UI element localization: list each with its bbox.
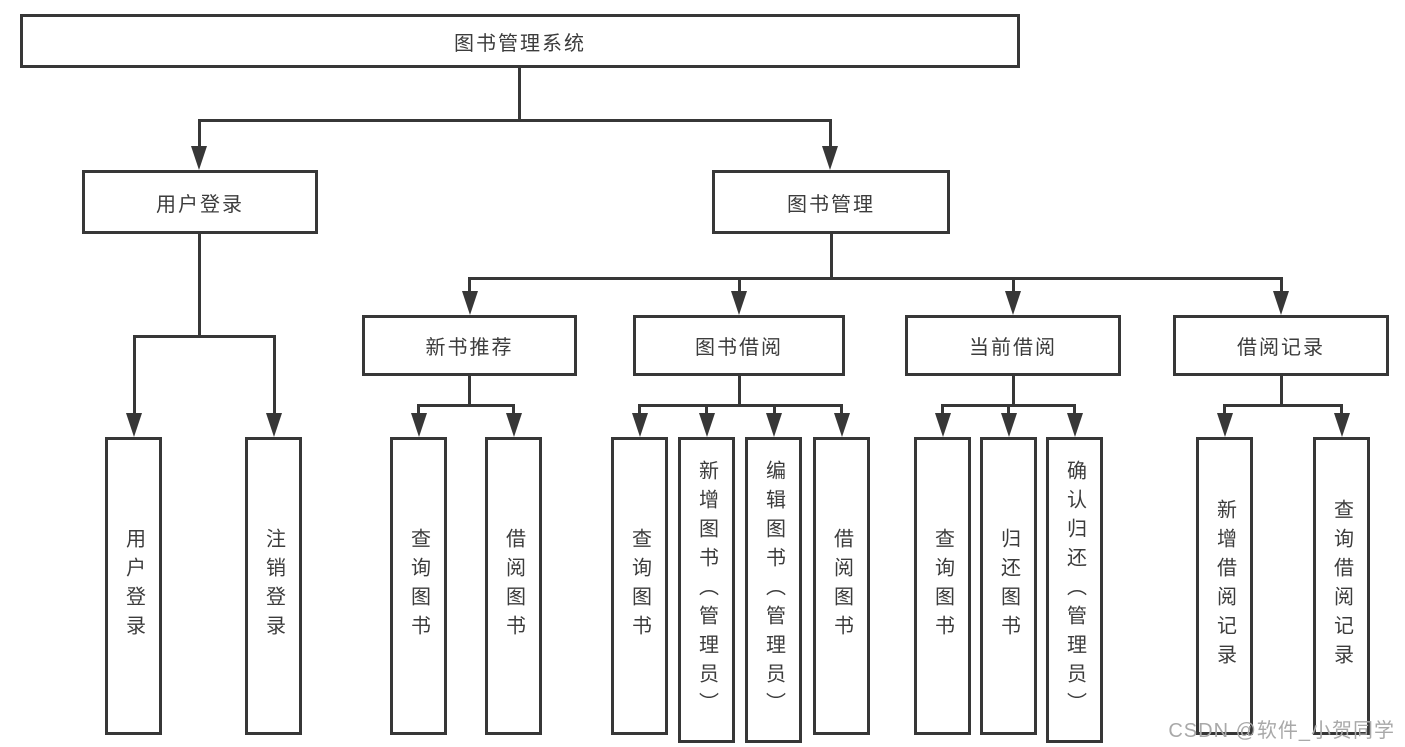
- arrowhead-br-add: [1216, 413, 1233, 437]
- connector-drop-leaf-user-login: [132, 335, 136, 417]
- node-root: 图书管理系统: [20, 14, 1020, 68]
- connector-drop-user-login: [197, 119, 201, 148]
- leaf-user-login-label: 用户登录: [122, 528, 145, 644]
- leaf-user-login: 用户登录: [105, 437, 162, 735]
- leaf-bb-add-books-admin: 新增图书（管理员）: [678, 437, 735, 743]
- connector-drop-borrowing-records: [1279, 277, 1283, 295]
- leaf-bb-edit-books-admin-label: 编辑图书（管理员）: [762, 459, 785, 721]
- connector-l1-bar: [198, 119, 832, 122]
- arrowhead-nbr-borrow: [505, 413, 522, 437]
- node-user-login: 用户登录: [82, 170, 318, 234]
- leaf-bb-add-books-admin-label: 新增图书（管理员）: [695, 459, 718, 721]
- connector-drop-current-borrowing: [1011, 277, 1015, 295]
- node-new-book-rec-label: 新书推荐: [425, 337, 514, 359]
- leaf-bb-query-books-label: 查询图书: [628, 528, 651, 644]
- node-book-mgmt-label: 图书管理: [787, 193, 875, 216]
- connector-drop-br-query: [1340, 404, 1343, 416]
- connector-user-login-bar: [132, 335, 276, 338]
- connector-drop-br-add: [1223, 404, 1226, 416]
- node-current-borrowing-label: 当前借阅: [969, 337, 1057, 359]
- connector-drop-book-borrowing: [737, 277, 741, 295]
- arrowhead-borrowing-records: [1273, 291, 1289, 315]
- connector-l3-bar: [468, 277, 1282, 280]
- arrowhead-bb-edit: [766, 413, 782, 437]
- node-new-book-rec: 新书推荐: [362, 315, 577, 376]
- leaf-cb-query-books: 查询图书: [914, 437, 971, 735]
- connector-root-stub: [518, 68, 521, 120]
- arrowhead-current-borrowing: [1005, 291, 1021, 315]
- leaf-cb-return-books: 归还图书: [980, 437, 1037, 735]
- leaf-nbr-borrow-books: 借阅图书: [485, 437, 542, 735]
- connector-drop-cb-return: [1007, 404, 1010, 416]
- arrowhead-book-borrowing: [731, 291, 747, 315]
- leaf-bb-query-books: 查询图书: [611, 437, 668, 735]
- leaf-br-query-record-label: 查询借阅记录: [1330, 499, 1353, 673]
- leaf-logout-label: 注销登录: [262, 528, 285, 644]
- leaf-cb-confirm-return-admin-label: 确认归还（管理员）: [1063, 459, 1086, 721]
- arrowhead-new-book-rec: [461, 291, 478, 315]
- leaf-bb-edit-books-admin: 编辑图书（管理员）: [745, 437, 802, 743]
- connector-nbr-bar: [417, 404, 515, 407]
- connector-drop-nbr-query: [417, 404, 420, 416]
- connector-drop-bb-query: [638, 404, 641, 416]
- arrowhead-book-mgmt: [822, 146, 838, 170]
- csdn-watermark: CSDN @软件_小贺同学: [1168, 720, 1395, 742]
- arrowhead-bb-query: [631, 413, 648, 437]
- arrowhead-cb-query: [934, 413, 951, 437]
- connector-drop-bb-add: [705, 404, 708, 416]
- leaf-nbr-query-books-label: 查询图书: [407, 528, 430, 644]
- arrowhead-leaf-user-login: [126, 413, 142, 437]
- node-book-borrowing: 图书借阅: [633, 315, 845, 376]
- connector-drop-book-mgmt: [828, 119, 832, 148]
- arrowhead-br-query: [1333, 413, 1350, 437]
- arrowhead-leaf-logout: [266, 413, 282, 437]
- node-book-borrowing-label: 图书借阅: [695, 337, 783, 359]
- arrowhead-cb-confirm: [1066, 413, 1083, 437]
- arrowhead-user-login: [191, 146, 207, 170]
- connector-drop-bb-edit: [772, 404, 776, 416]
- node-book-mgmt: 图书管理: [712, 170, 950, 234]
- connector-br-bar: [1223, 404, 1343, 407]
- connector-user-login-stub: [197, 234, 201, 338]
- connector-drop-nbr-borrow: [512, 404, 515, 416]
- node-root-label: 图书管理系统: [454, 32, 586, 55]
- leaf-br-add-record: 新增借阅记录: [1196, 437, 1253, 735]
- connector-cb-stub: [1011, 376, 1015, 407]
- node-borrowing-records-label: 借阅记录: [1237, 337, 1325, 359]
- leaf-logout: 注销登录: [245, 437, 302, 735]
- arrowhead-bb-borrow: [833, 413, 850, 437]
- arrowhead-nbr-query: [410, 413, 427, 437]
- connector-drop-leaf-logout: [272, 335, 276, 417]
- leaf-cb-return-books-label: 归还图书: [997, 528, 1020, 644]
- leaf-bb-borrow-books: 借阅图书: [813, 437, 870, 735]
- connector-drop-cb-query: [941, 404, 944, 416]
- arrowhead-bb-add: [698, 413, 715, 437]
- leaf-nbr-query-books: 查询图书: [390, 437, 447, 735]
- leaf-bb-borrow-books-label: 借阅图书: [830, 528, 853, 644]
- connector-drop-new-book-rec: [468, 277, 471, 295]
- connector-bb-bar: [638, 404, 843, 407]
- leaf-br-add-record-label: 新增借阅记录: [1213, 499, 1236, 673]
- node-user-login-label: 用户登录: [156, 193, 244, 216]
- leaf-cb-confirm-return-admin: 确认归还（管理员）: [1046, 437, 1103, 743]
- node-borrowing-records: 借阅记录: [1173, 315, 1389, 376]
- node-current-borrowing: 当前借阅: [905, 315, 1121, 376]
- connector-br-stub: [1279, 376, 1283, 407]
- connector-book-mgmt-stub: [829, 234, 833, 280]
- arrowhead-cb-return: [1000, 413, 1017, 437]
- connector-drop-bb-borrow: [840, 404, 843, 416]
- connector-bb-stub: [737, 376, 741, 407]
- connector-drop-cb-confirm: [1073, 404, 1076, 416]
- leaf-br-query-record: 查询借阅记录: [1313, 437, 1370, 735]
- leaf-cb-query-books-label: 查询图书: [931, 528, 954, 644]
- leaf-nbr-borrow-books-label: 借阅图书: [502, 528, 525, 644]
- connector-nbr-stub: [468, 376, 471, 407]
